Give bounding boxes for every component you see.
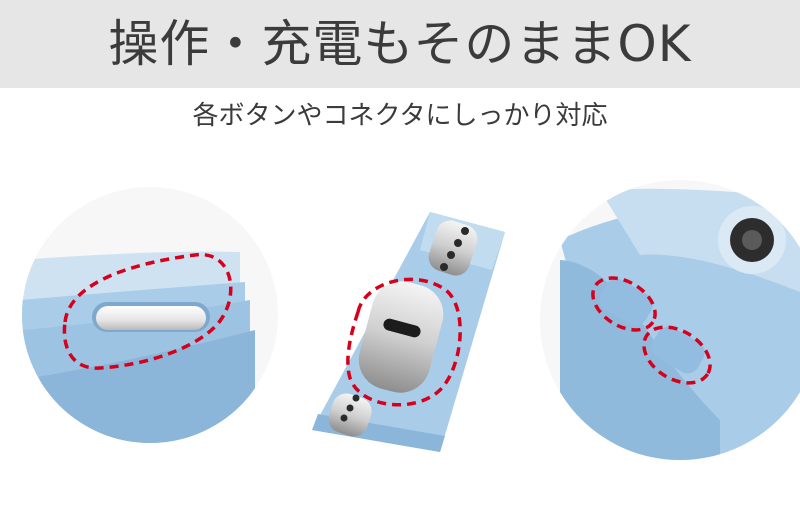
highlight-outline xyxy=(591,276,657,332)
volume-down-icon xyxy=(651,326,705,374)
page-subtitle: 各ボタンやコネクタにしっかり対応 xyxy=(192,101,608,131)
charging-port-closeup xyxy=(312,212,505,452)
side-button-closeup xyxy=(22,187,278,443)
power-button-icon xyxy=(96,306,206,330)
page-title: 操作・充電もそのままOK xyxy=(108,15,692,73)
usb-c-port-icon xyxy=(358,281,444,393)
volume-up-icon xyxy=(599,278,653,326)
highlight-outline xyxy=(62,252,233,370)
header-banner: 操作・充電もそのままOK xyxy=(0,0,800,88)
highlight-outline xyxy=(346,277,462,407)
highlight-outline xyxy=(642,325,712,385)
volume-buttons-closeup xyxy=(540,180,800,460)
